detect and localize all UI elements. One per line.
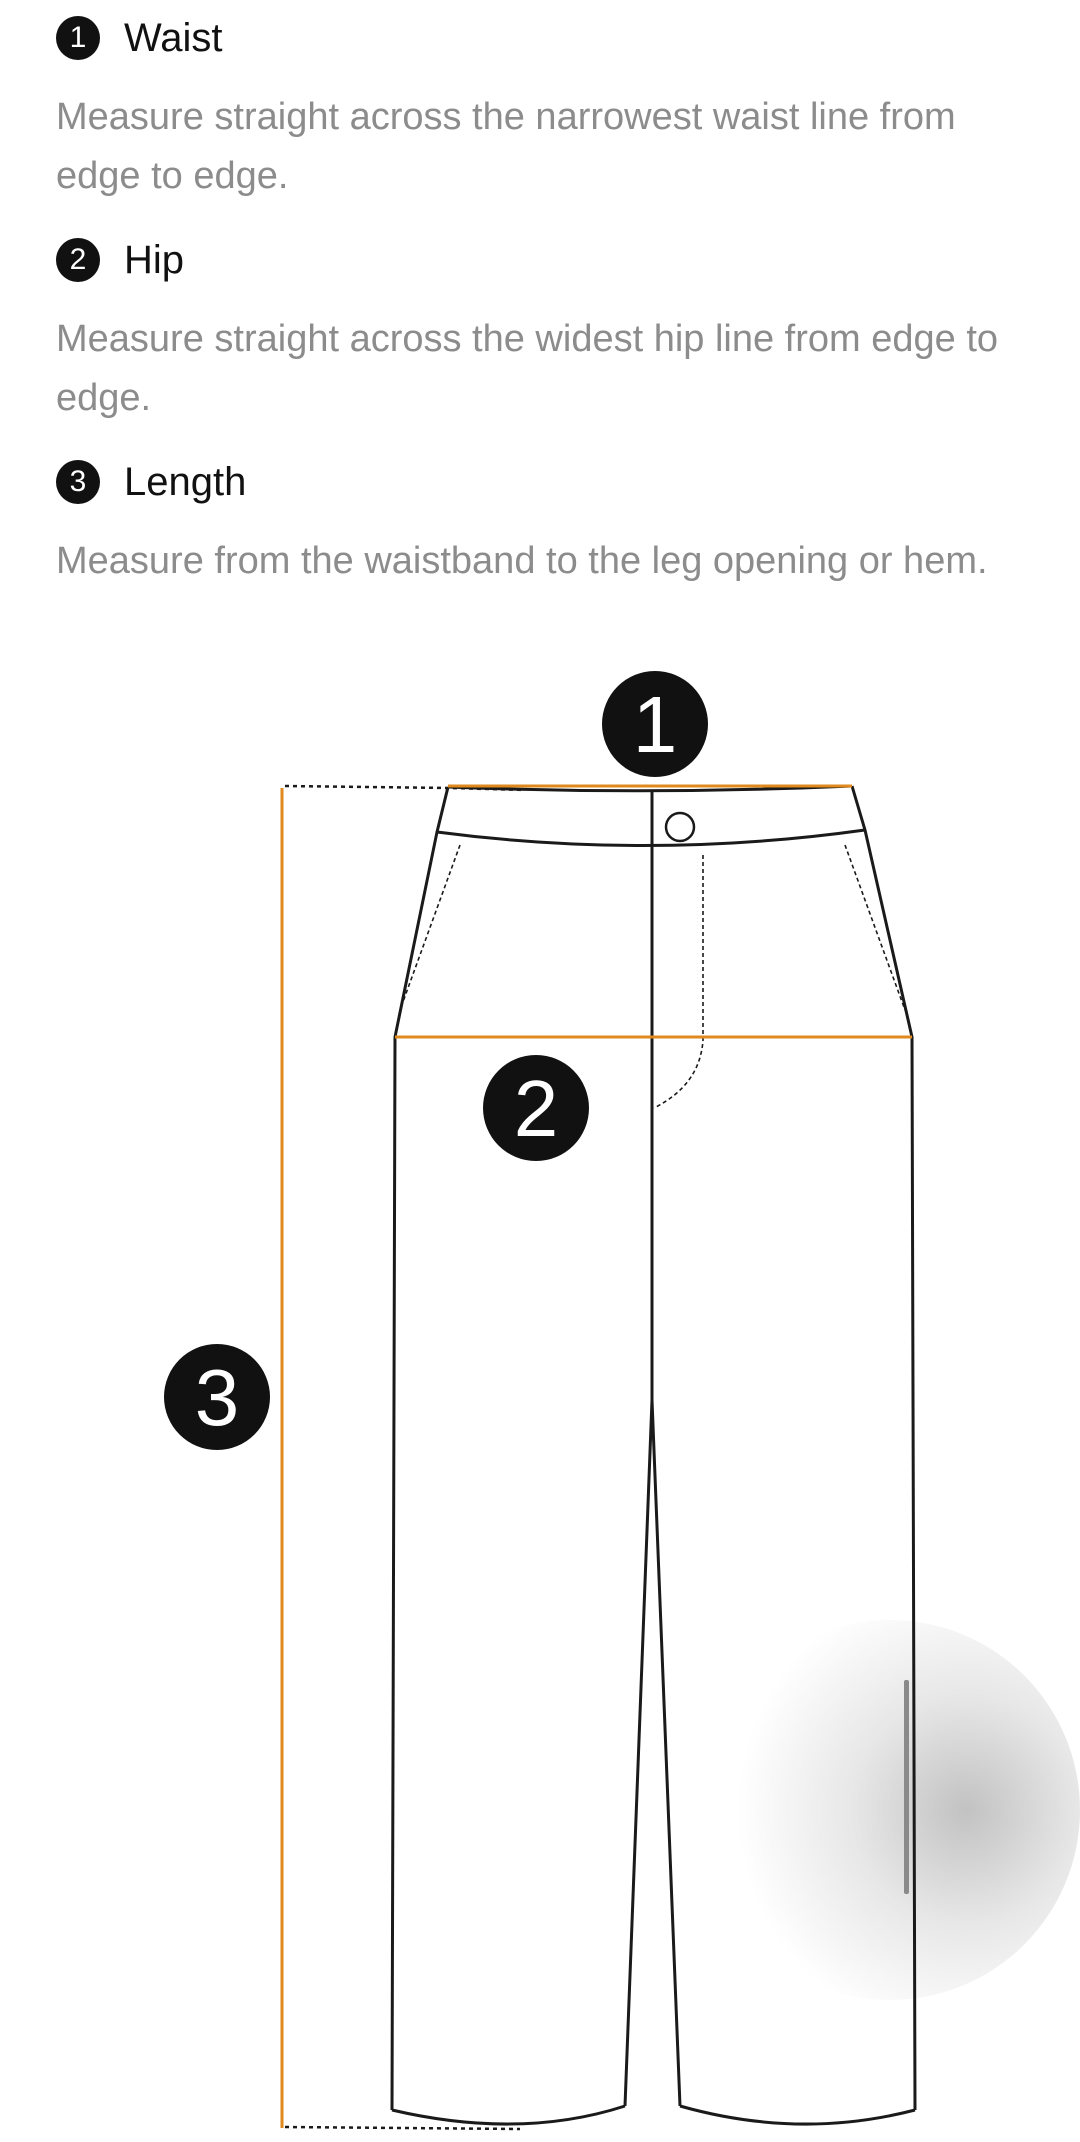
hip-section: 2 Hip Measure straight across the widest… bbox=[56, 222, 1036, 428]
waist-marker-label: 1 bbox=[633, 680, 678, 769]
waist-description: Measure straight across the narrowest wa… bbox=[56, 96, 956, 197]
hip-marker: 2 bbox=[483, 1055, 589, 1161]
length-heading: 3 Length bbox=[56, 444, 1036, 520]
length-title: Length bbox=[124, 459, 247, 504]
hip-title: Hip bbox=[124, 237, 185, 282]
waist-heading: 1 Waist bbox=[56, 0, 1036, 76]
measure-lines bbox=[280, 784, 912, 2128]
hip-marker-label: 2 bbox=[514, 1064, 559, 1153]
length-section: 3 Length Measure from the waistband to t… bbox=[56, 444, 1036, 591]
scroll-handle[interactable] bbox=[904, 1680, 909, 1894]
measurement-guide: 1 Waist Measure straight across the narr… bbox=[56, 0, 1036, 607]
length-marker-label: 3 bbox=[195, 1353, 240, 1442]
number-3-icon: 3 bbox=[56, 460, 100, 504]
waist-marker: 1 bbox=[602, 671, 708, 777]
pants-outline bbox=[390, 784, 917, 2126]
dotted-details bbox=[399, 844, 906, 1109]
waist-title: Waist bbox=[124, 15, 223, 60]
hip-description: Measure straight across the widest hip l… bbox=[56, 318, 999, 419]
dotted-guides bbox=[284, 784, 526, 2131]
shadow-overlay bbox=[700, 1620, 1080, 2000]
number-2-icon: 2 bbox=[56, 238, 100, 282]
length-description: Measure from the waistband to the leg op… bbox=[56, 540, 988, 582]
number-1-icon: 1 bbox=[56, 16, 100, 60]
length-marker: 3 bbox=[164, 1344, 270, 1450]
hip-heading: 2 Hip bbox=[56, 222, 1036, 298]
waist-section: 1 Waist Measure straight across the narr… bbox=[56, 0, 1036, 206]
pants-diagram: 1 2 3 bbox=[164, 671, 917, 2131]
